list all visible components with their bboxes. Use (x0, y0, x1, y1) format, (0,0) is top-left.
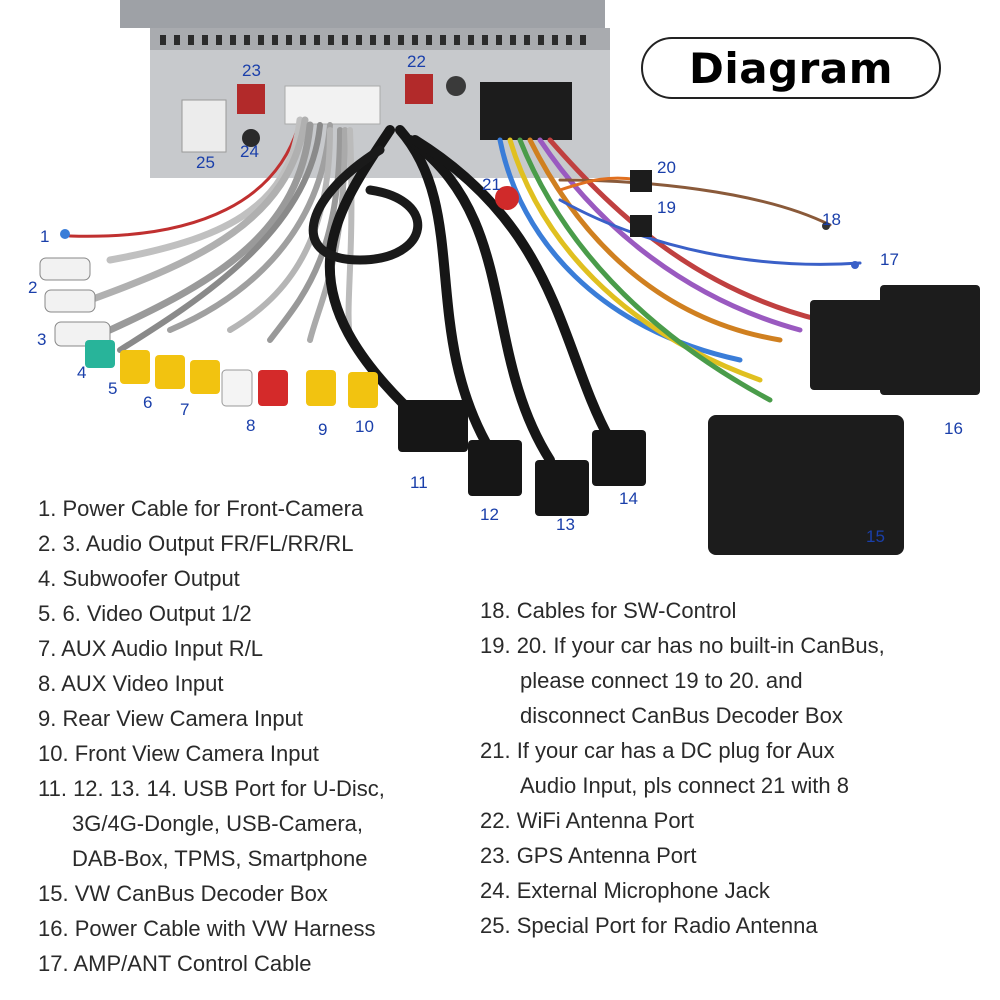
diagram-title-badge: Diagram (641, 37, 941, 99)
legend-left: 1. Power Cable for Front-Camera 2. 3. Au… (38, 491, 458, 981)
callout-16: 16 (944, 419, 963, 438)
legend-item: 17. AMP/ANT Control Cable (38, 951, 312, 976)
callout-12: 12 (480, 505, 499, 524)
cable-bundle (68, 116, 862, 465)
legend-item: 5. 6. Video Output 1/2 (38, 601, 252, 626)
legend-item: 15. VW CanBus Decoder Box (38, 881, 328, 906)
callout-10: 10 (355, 417, 374, 436)
head-unit-rear (120, 0, 610, 178)
legend-item: 11. 12. 13. 14. USB Port for U-Disc, (38, 776, 385, 801)
legend-item-continued: Audio Input, pls connect 21 with 8 (520, 773, 849, 798)
callout-19: 19 (657, 198, 676, 217)
legend-item: 8. AUX Video Input (38, 671, 224, 696)
rca-connectors (39, 229, 378, 408)
legend-item: 22. WiFi Antenna Port (480, 808, 694, 833)
usb-connectors (398, 400, 646, 516)
callout-22: 22 (407, 52, 426, 71)
callout-1: 1 (40, 227, 50, 246)
legend-item: 16. Power Cable with VW Harness (38, 916, 376, 941)
legend-item: 10. Front View Camera Input (38, 741, 319, 766)
legend-item: 2. 3. Audio Output FR/FL/RR/RL (38, 531, 354, 556)
callout-24: 24 (240, 142, 259, 161)
callout-6: 6 (143, 393, 153, 412)
legend-item: 1. Power Cable for Front-Camera (38, 496, 364, 521)
harness-photo (39, 0, 980, 555)
callout-11: 11 (410, 473, 428, 492)
callout-14: 14 (619, 489, 638, 508)
legend-item: 19. 20. If your car has no built-in CanB… (480, 633, 885, 658)
callout-23: 23 (242, 61, 261, 80)
callout-4: 4 (77, 363, 87, 382)
callout-7: 7 (180, 400, 190, 419)
legend-item-continued: 3G/4G-Dongle, USB-Camera, (72, 811, 363, 836)
legend-right: 18. Cables for SW-Control 19. 20. If you… (480, 593, 980, 943)
legend-item-continued: please connect 19 to 20. and (520, 668, 803, 693)
diagram-title: Diagram (689, 43, 893, 93)
callout-9: 9 (318, 420, 328, 439)
legend-item: 4. Subwoofer Output (38, 566, 240, 591)
legend-item: 21. If your car has a DC plug for Aux (480, 738, 835, 763)
callout-2: 2 (28, 278, 38, 297)
callout-20: 20 (657, 158, 676, 177)
callout-15: 15 (866, 527, 885, 546)
legend-item: 7. AUX Audio Input R/L (38, 636, 264, 661)
legend-item: 18. Cables for SW-Control (480, 598, 737, 623)
legend-item-continued: disconnect CanBus Decoder Box (520, 703, 843, 728)
legend-item: 24. External Microphone Jack (480, 878, 770, 903)
callout-13: 13 (556, 515, 575, 534)
decoder-and-harness (495, 170, 980, 555)
legend-item-continued: DAB-Box, TPMS, Smartphone (72, 846, 368, 871)
callout-5: 5 (108, 379, 118, 398)
legend-item: 25. Special Port for Radio Antenna (480, 913, 818, 938)
callout-18: 18 (822, 210, 841, 229)
callout-25: 25 (196, 153, 215, 172)
legend-item: 23. GPS Antenna Port (480, 843, 697, 868)
callout-17: 17 (880, 250, 899, 269)
callout-3: 3 (37, 330, 47, 349)
callout-21: 21 (482, 175, 501, 194)
callout-8: 8 (246, 416, 256, 435)
legend-item: 9. Rear View Camera Input (38, 706, 303, 731)
